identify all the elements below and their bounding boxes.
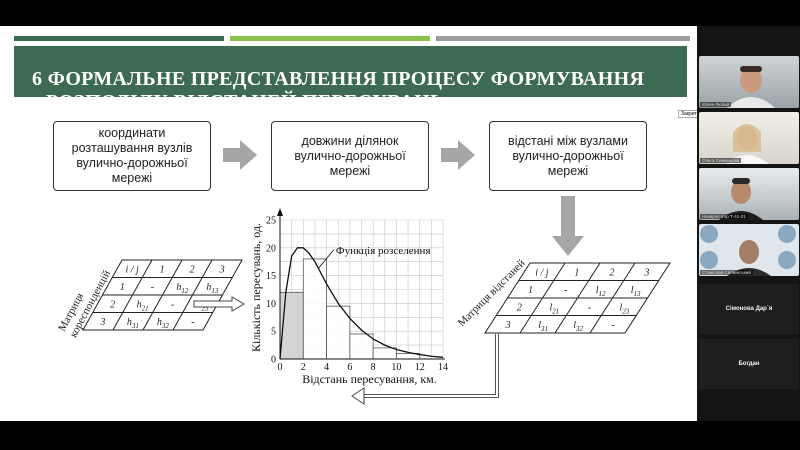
y-tick-label: 25	[266, 216, 276, 227]
flow-arrow-down	[552, 196, 584, 256]
flow-box-node-distances: відстані між вузлами вулично-дорожньої м…	[489, 121, 647, 191]
y-tick-label: 5	[271, 327, 276, 338]
matrix-cell: 1	[160, 264, 165, 275]
x-tick-label: 10	[391, 362, 401, 373]
participant-avatar-icon	[719, 178, 763, 220]
matrix-cell: -	[564, 285, 567, 296]
flow-arrow-right-2	[441, 140, 475, 170]
matrix-cell: h31	[127, 317, 139, 330]
matrix-cell: -	[588, 302, 591, 313]
slide-title-line-1: 6 ФОРМАЛЬНЕ ПРЕДСТАВЛЕННЯ ПРОЦЕСУ ФОРМУВ…	[32, 68, 645, 90]
matrix-cell: -	[611, 320, 614, 331]
matrix-cell: 2	[190, 264, 195, 275]
y-axis-arrow	[277, 208, 283, 216]
slide-title-line-2: РОЗПОДІЛУ ВІДСТАНЕЙ ПЕРЕСУВАНЬ	[46, 91, 444, 113]
participant-name-tile[interactable]: Сімонова Дар`я	[699, 284, 799, 334]
participant-name-tile[interactable]: Богдан	[699, 339, 799, 389]
participant-avatar-icon	[725, 124, 769, 164]
y-tick-label: 15	[266, 271, 276, 282]
flow-box-text: координати розташування вузлів вулично-д…	[71, 126, 193, 185]
presentation-slide: 6 ФОРМАЛЬНЕ ПРЕДСТАВЛЕННЯ ПРОЦЕСУ ФОРМУВ…	[0, 26, 697, 421]
matrix-cell: 1	[574, 267, 579, 278]
y-axis-label: Кількість пересувань, од.	[249, 223, 263, 352]
participant-background-icon	[700, 225, 796, 276]
matrix-cell: 2	[110, 299, 115, 310]
y-tick-label: 20	[266, 243, 276, 254]
participant-name: Євген Любий	[700, 102, 732, 107]
x-tick-label: 4	[324, 362, 329, 373]
x-tick-label: 0	[278, 362, 283, 373]
participant-video-tile[interactable]: Ольга Семенцова	[699, 112, 799, 164]
correspondence-matrix	[82, 259, 243, 331]
participant-video-tile[interactable]: Станіслав Салмінський	[699, 224, 799, 276]
slide-title-banner: 6 ФОРМАЛЬНЕ ПРЕДСТАВЛЕННЯ ПРОЦЕСУ ФОРМУВ…	[14, 46, 687, 113]
distance-distribution-chart: Функція розселення 0 2 4 6 8 10 12 14 0 5 10 15 20 25В…	[249, 208, 448, 386]
matrix-cell: i / j	[125, 264, 139, 275]
decorative-top-bars	[14, 36, 690, 41]
matrix-cell: h12	[176, 282, 189, 295]
participant-name: Ольга Семенцова	[700, 158, 742, 163]
participant-avatar-icon	[727, 66, 775, 108]
x-tick-label: 12	[415, 362, 425, 373]
matrix-cell: l13	[631, 285, 641, 298]
x-tick-label: 6	[347, 362, 352, 373]
distance-matrix-label: Матриця відстаней	[456, 257, 528, 329]
participant-name: Назаров Ігор Т-41-21	[700, 214, 748, 219]
matrix-cell: 3	[643, 267, 649, 278]
matrix-cell: 3	[505, 320, 511, 331]
participants-panel: Євген Любий Ольга Семенцова Назаров Ігор…	[697, 26, 800, 421]
matrix-cell: 1	[120, 282, 125, 293]
flow-arrow-right-1	[223, 140, 257, 170]
flow-box-segment-lengths: довжини ділянок вулично-дорожньої мережі	[271, 121, 429, 191]
matrix-cell: l31	[538, 320, 548, 333]
matrix-cell: h13	[206, 282, 219, 295]
matrix-cell: h21	[137, 299, 149, 312]
x-tick-label: 8	[371, 362, 376, 373]
curve-label: Функція розселення	[336, 245, 431, 257]
curve-label-leader	[318, 249, 334, 269]
matrix-cell: 1	[528, 285, 533, 296]
matrix-cell: -	[191, 317, 194, 328]
matrix-cell: 2	[609, 267, 614, 278]
participant-name: Станіслав Салмінський	[700, 270, 753, 275]
histogram-bar	[302, 258, 327, 360]
distance-return-arrow	[351, 334, 499, 405]
matrix-cell: l23	[619, 302, 629, 315]
y-tick-label: 0	[271, 355, 276, 366]
distance-matrix	[484, 262, 671, 334]
matrix-cell: -	[171, 299, 174, 310]
x-tick-label: 2	[301, 362, 306, 373]
matrix-cell: l21	[549, 302, 559, 315]
matrix-to-chart-arrow	[193, 296, 245, 312]
matrix-cell: l12	[596, 285, 606, 298]
matrix-cell: 3	[99, 317, 105, 328]
matrix-cell: h32	[157, 317, 170, 330]
settlement-function-curve	[279, 247, 444, 360]
flow-box-text: довжини ділянок вулично-дорожньої мережі	[294, 133, 406, 178]
y-tick-label: 10	[266, 299, 276, 310]
flow-box-node-coordinates: координати розташування вузлів вулично-д…	[53, 121, 211, 191]
histogram-bar	[349, 333, 374, 360]
matrix-cell: i / j	[535, 267, 549, 278]
participant-video-tile[interactable]: Назаров Ігор Т-41-21	[699, 168, 799, 220]
matrix-cell: 3	[219, 264, 225, 275]
flow-box-text: відстані між вузлами вулично-дорожньої м…	[508, 133, 628, 178]
histogram-bar	[372, 347, 397, 360]
x-tick-label: 14	[438, 362, 448, 373]
matrix-cell: -	[151, 282, 154, 293]
x-axis-label: Відстань пересування, км.	[302, 372, 437, 386]
matrix-cell: l32	[573, 320, 583, 333]
participant-video-tile[interactable]: Євген Любий	[699, 56, 799, 108]
matrix-cell: 2	[517, 302, 522, 313]
